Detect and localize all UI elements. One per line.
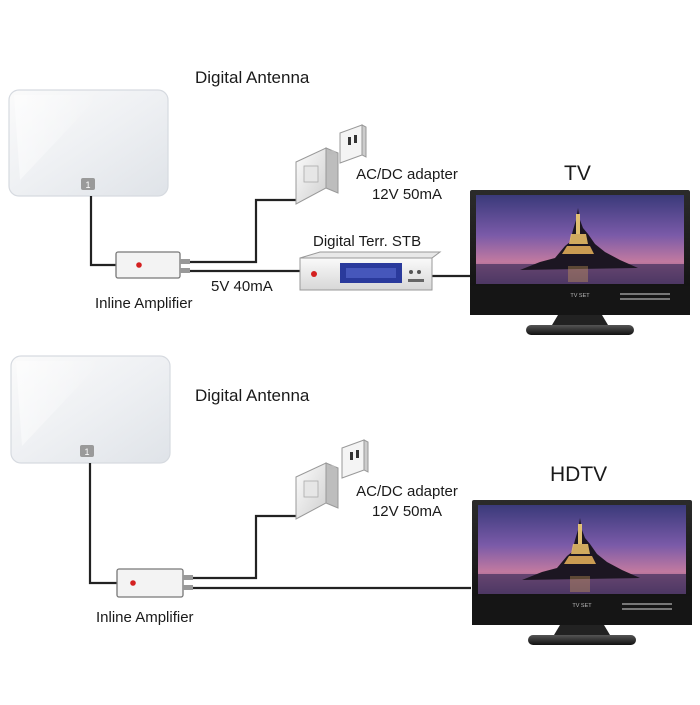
amplifier-led-2-icon xyxy=(130,580,136,586)
tv-brand-1: TV SET xyxy=(570,293,590,299)
svg-text:1: 1 xyxy=(85,180,90,190)
antenna-label-2: Digital Antenna xyxy=(195,386,310,405)
adapter-label-1-line2: 12V 50mA xyxy=(371,186,443,203)
cables-1 xyxy=(89,196,471,278)
ac-dc-adapter-1-icon xyxy=(295,147,339,205)
adapter-label-2-line1: AC/DC adapter xyxy=(356,483,458,500)
tv-set-1 xyxy=(470,190,690,335)
antenna-logo-icon xyxy=(81,178,95,190)
tv-set-2 xyxy=(472,500,692,645)
adapter-label-2-line2: 12V 50mA xyxy=(371,503,443,520)
panel-2: 1 TV SET xyxy=(10,355,692,645)
antenna-label-1: Digital Antenna xyxy=(195,68,310,87)
tv-label-2: HDTV xyxy=(550,463,608,486)
amplifier-label-1: Inline Amplifier xyxy=(95,295,193,312)
svg-text:1: 1 xyxy=(84,447,89,457)
stb-label: Digital Terr. STB xyxy=(313,233,422,250)
digital-antenna-1: 1 xyxy=(8,89,169,197)
wall-socket-1-icon xyxy=(339,124,367,164)
cables-2 xyxy=(88,463,471,590)
tv-label-1: TV xyxy=(564,162,591,185)
digital-antenna-2: 1 xyxy=(10,355,171,464)
amplifier-label-2: Inline Amplifier xyxy=(96,609,194,626)
wall-socket-2-icon xyxy=(341,439,369,479)
amplifier-led-icon xyxy=(136,262,142,268)
ac-dc-adapter-2-icon xyxy=(295,462,339,520)
inline-amplifier-1 xyxy=(115,251,190,279)
set-top-box xyxy=(299,251,442,291)
stb-power-led-icon xyxy=(311,271,317,277)
tv-brand-2: TV SET xyxy=(572,603,592,609)
panel-1: 1 xyxy=(8,89,690,335)
adapter-label-1-line1: AC/DC adapter xyxy=(356,166,458,183)
inline-amplifier-2 xyxy=(116,568,193,598)
antenna-logo-2-icon xyxy=(80,445,94,457)
power-label: 5V 40mA xyxy=(211,278,273,295)
